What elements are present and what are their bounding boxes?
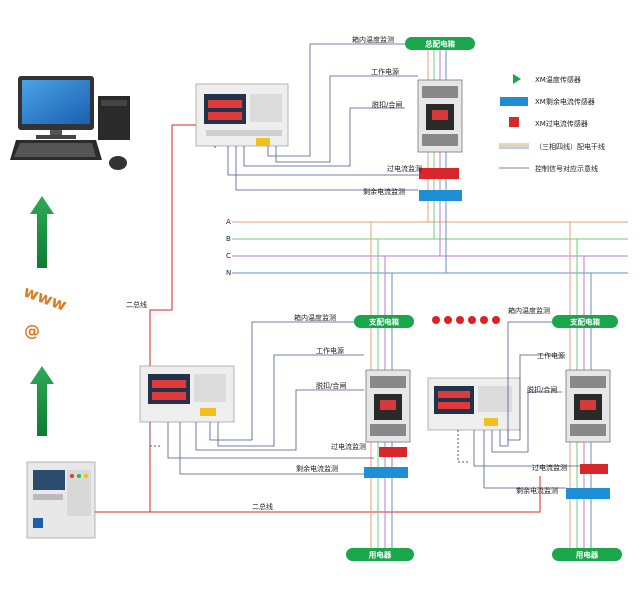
right-box-pill-text: 支配电箱 [569, 317, 600, 327]
phase-n-label: N [226, 269, 231, 277]
top-residual-label: 剩余电流监测 [363, 187, 405, 196]
legend-over-label: XM过电流传感器 [535, 119, 588, 128]
top-temp-label: 箱内温度监测 [352, 35, 394, 44]
right-signal-lines [473, 321, 580, 489]
left-temp-sensor-icon [364, 318, 370, 326]
top-monitor-device [195, 83, 289, 147]
left-residual-label: 剩余电流监测 [296, 464, 338, 473]
left-over-label: 过电流监测 [331, 442, 366, 451]
top-residual-current-sensor [419, 190, 462, 201]
top-breaker [417, 79, 463, 153]
phase-a-label: A [226, 218, 231, 226]
bus-label-upper: 二总线 [126, 300, 147, 309]
upload-arrow-icon [30, 196, 54, 268]
right-box-pill: 支配电箱 [552, 315, 618, 328]
left-monitor-device [139, 365, 235, 423]
right-temp-sensor-icon [562, 318, 568, 326]
legend-control-line-label: 控制信号对应示意线 [535, 164, 598, 173]
right-monitor-device [427, 377, 521, 431]
top-power-label: 工作电源 [371, 67, 399, 76]
monitoring-host-device [26, 461, 96, 539]
www-text: www [21, 282, 69, 315]
left-box-pill: 支配电箱 [354, 315, 414, 328]
right-temp-label: 箱内温度监测 [508, 306, 550, 315]
at-symbol: @ [24, 321, 40, 340]
top-box-pill: 总配电箱 [405, 37, 475, 50]
left-load-pill: 用电器 [346, 548, 414, 561]
left-temp-label: 箱内温度监测 [294, 313, 336, 322]
legend: XM温度传感器 XM剩余电流传感器 XM过电流传感器 （三相四线）配电干线 控制… [499, 74, 605, 173]
right-load-pill: 用电器 [552, 548, 622, 561]
legend-residual-label: XM剩余电流传感器 [535, 97, 595, 106]
top-over-current-sensor [419, 168, 459, 179]
legend-temp-label: XM温度传感器 [535, 75, 581, 84]
right-power-label: 工作电源 [537, 351, 565, 360]
left-over-current-sensor [379, 447, 407, 457]
top-trip-label: 脱扣/合闸 [372, 100, 402, 109]
top-box-pill-text: 总配电箱 [425, 39, 455, 49]
upload-arrow-icon-lower [30, 366, 54, 436]
right-residual-label: 剩余电流监测 [516, 486, 558, 495]
left-residual-current-sensor [364, 467, 408, 478]
top-over-label: 过电流监测 [387, 164, 422, 173]
right-residual-current-sensor [566, 488, 610, 499]
legend-main-line-label: （三相四线）配电干线 [535, 142, 605, 151]
left-dashed-line [149, 422, 160, 447]
phase-c-label: C [226, 252, 231, 260]
left-load-pill-text: 用电器 [369, 550, 392, 560]
left-breaker [365, 369, 411, 443]
right-breaker [565, 369, 611, 443]
top-signal-lines [227, 43, 424, 191]
right-dashed-line [457, 430, 470, 463]
left-signal-lines [167, 321, 374, 475]
right-load-pill-text: 用电器 [576, 550, 599, 560]
legend-over-icon [509, 117, 519, 127]
phase-b-label: B [226, 235, 231, 243]
left-power-label: 工作电源 [316, 346, 344, 355]
left-trip-label: 脱扣/合闸 [316, 381, 346, 390]
bus-label-lower: 二总线 [252, 502, 273, 511]
phase-lines [232, 221, 628, 274]
right-trip-label: 脱扣/合闸 [527, 385, 557, 394]
left-box-pill-text: 支配电箱 [368, 317, 399, 327]
right-over-current-sensor [580, 464, 608, 474]
right-over-label: 过电流监测 [532, 463, 567, 472]
continuation-dots [432, 316, 500, 324]
legend-residual-icon [500, 97, 528, 106]
computer-icon [10, 76, 130, 170]
legend-temp-icon [513, 74, 521, 84]
